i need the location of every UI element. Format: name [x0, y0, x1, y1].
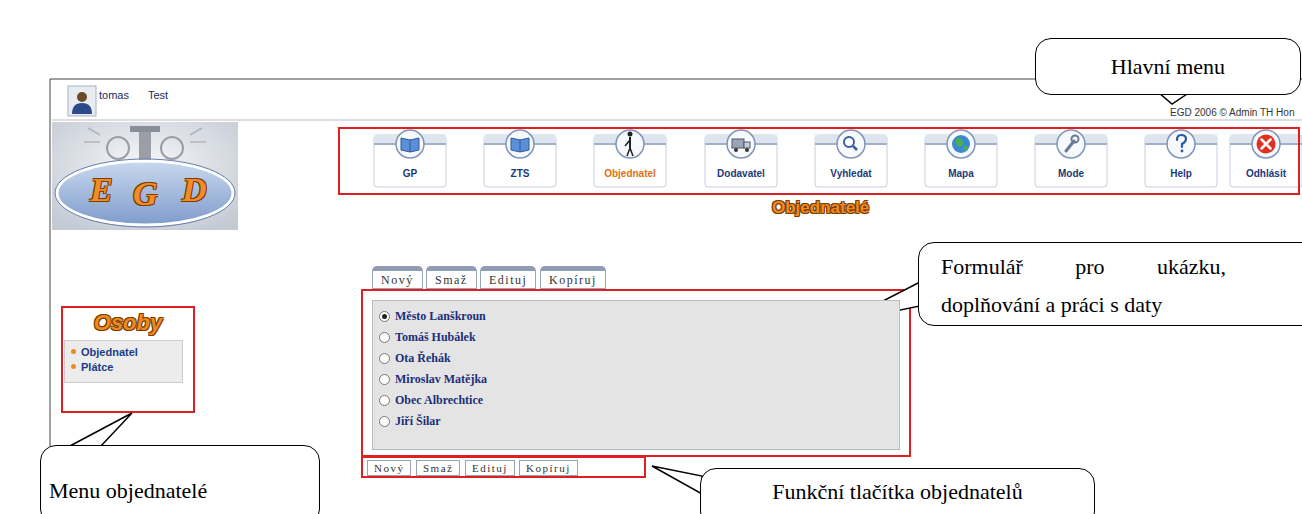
- menu-button-label: GP: [368, 166, 452, 182]
- menu-button-label: Dodavatel: [699, 166, 783, 182]
- frame-line: [50, 79, 51, 446]
- radio-row: Tomáš Hubálek: [377, 329, 476, 347]
- radio-button: [379, 416, 390, 427]
- highlight-box: [362, 290, 910, 456]
- logo-letter: G: [133, 174, 158, 214]
- logo-letter: E: [90, 170, 113, 210]
- person-name: Město Lanškroun: [395, 308, 486, 324]
- header-rule: [52, 120, 1302, 121]
- person-name: Ota Řehák: [395, 350, 451, 366]
- action-button: Edituj: [465, 460, 515, 476]
- callout-tail: [652, 466, 702, 494]
- highlight-box: [62, 307, 194, 412]
- person-name: Jiří Šilar: [395, 413, 441, 429]
- menu-box: ObjednatelPlátce: [64, 340, 183, 383]
- callout-text: Hlavní menu: [1036, 53, 1300, 81]
- radio-row: Miroslav Matějka: [377, 371, 487, 389]
- callout-text: Menu objednatelé: [41, 477, 319, 505]
- person-name: Tomáš Hubálek: [395, 329, 476, 345]
- radio-dot: [382, 314, 387, 319]
- tab-button: Edituj: [480, 266, 536, 289]
- menu-button-chrome: [374, 130, 1302, 187]
- button-label: Smaž: [423, 461, 453, 475]
- menu-button: GP: [368, 166, 452, 182]
- callout-bubble: Funkční tlačítka objednatelů: [700, 468, 1095, 514]
- radio-button: [379, 311, 390, 322]
- logo: [52, 122, 238, 230]
- data-form-panel: Město LanškrounTomáš HubálekOta ŘehákMir…: [372, 300, 900, 450]
- logo-letter: D: [182, 170, 207, 210]
- radio-row: Obec Albrechtice: [377, 392, 483, 410]
- callout-bubble: Hlavní menu: [1035, 38, 1301, 95]
- bullet: [71, 364, 76, 369]
- radio-button: [379, 353, 390, 364]
- menu-button: Dodavatel: [699, 166, 783, 182]
- side-menu: OsobyObjednatelPlátce: [62, 307, 194, 412]
- radio-button: [379, 374, 390, 385]
- person-name: Miroslav Matějka: [395, 371, 487, 387]
- button-label: Kopíruj: [549, 272, 597, 288]
- callout-text: Funkční tlačítka objednatelů: [701, 478, 1094, 506]
- callout-tail: [68, 413, 132, 447]
- user-icon: [68, 86, 96, 116]
- menu-item: Plátce: [71, 360, 182, 375]
- callout-bubble: Menu objednatelé: [40, 445, 320, 514]
- user-name: tomas: [99, 88, 129, 102]
- callout-text: Formulář pro ukázku, doplňování a práci …: [919, 248, 1226, 324]
- button-label: Nový: [374, 461, 404, 475]
- menu-button-label: Mapa: [919, 166, 1003, 182]
- menu-button-label: Odhlásit: [1224, 166, 1302, 182]
- person-name: Obec Albrechtice: [395, 392, 483, 408]
- tab-button: Smaž: [426, 266, 477, 289]
- button-label: Nový: [381, 272, 414, 288]
- button-label: Edituj: [489, 272, 527, 288]
- page-heading: Objednatelé: [772, 197, 869, 219]
- highlight-box: [362, 457, 645, 477]
- button-label: Edituj: [472, 461, 508, 475]
- copyright: EGD 2006 © Admin TH Hon: [1170, 106, 1294, 119]
- button-label: Smaž: [435, 272, 468, 288]
- menu-button: Vyhledat: [809, 166, 893, 182]
- menu-button-label: Mode: [1029, 166, 1113, 182]
- action-button: Kopíruj: [519, 460, 578, 476]
- callout-bubble: Formulář pro ukázku, doplňování a práci …: [918, 242, 1302, 326]
- menu-item-label: Objednatel: [81, 345, 182, 360]
- tab-button: Nový: [372, 266, 423, 289]
- menu-item: Objednatel: [71, 345, 182, 360]
- menu-button: Mode: [1029, 166, 1113, 182]
- button-label: Kopíruj: [526, 461, 571, 475]
- tab-button: Kopíruj: [540, 266, 606, 289]
- menu-heading: Osoby: [62, 309, 194, 337]
- menu-button-label: ZTS: [478, 166, 562, 182]
- menu-button: Mapa: [919, 166, 1003, 182]
- menu-button-label: Help: [1139, 166, 1223, 182]
- menu-button: Odhlásit: [1224, 166, 1302, 182]
- bullet: [71, 349, 76, 354]
- menu-button: Objednatel: [588, 166, 672, 182]
- menu-button-label: Objednatel: [588, 166, 672, 182]
- menu-icons: [401, 132, 1276, 157]
- menu-button: ZTS: [478, 166, 562, 182]
- menu-item-label: Plátce: [81, 360, 182, 375]
- radio-row: Jiří Šilar: [377, 413, 441, 431]
- radio-row: Ota Řehák: [377, 350, 451, 368]
- menu-button-label: Vyhledat: [809, 166, 893, 182]
- radio-row: Město Lanškroun: [377, 308, 486, 326]
- menu-button: Help: [1139, 166, 1223, 182]
- action-button: Smaž: [416, 460, 460, 476]
- radio-button: [379, 332, 390, 343]
- action-button: Nový: [367, 460, 411, 476]
- user-role: Test: [148, 88, 168, 102]
- radio-button: [379, 395, 390, 406]
- highlight-box: [339, 128, 1299, 194]
